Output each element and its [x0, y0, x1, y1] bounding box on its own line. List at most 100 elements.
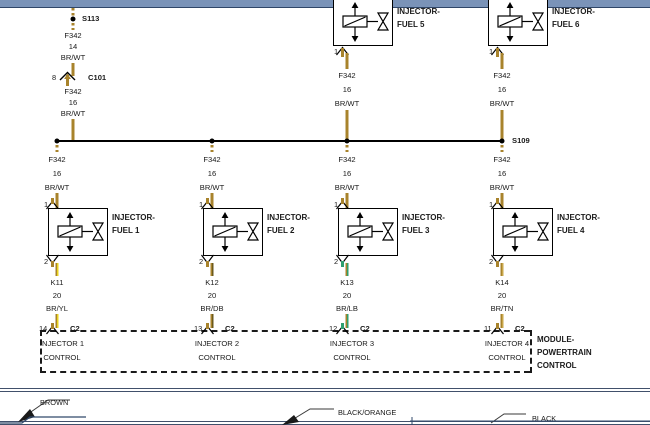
bus-node-3 — [344, 138, 350, 144]
legend-wire-brown — [0, 416, 86, 424]
injector-fuel-2-ctrl-terminal — [201, 254, 217, 272]
splice-label-s109: S109 — [512, 136, 530, 145]
wire-bus-drop-4 — [500, 193, 504, 208]
pcm-name-line2: POWERTRAIN — [537, 348, 592, 357]
injector-fuel-1-name-line2: FUEL 1 — [112, 226, 140, 235]
pcm-function-14-line2: CONTROL — [43, 353, 81, 362]
feed-gauge-lower: 16 — [68, 98, 78, 107]
injector-fuel-4-feed-terminal — [491, 198, 507, 216]
injector-fuel-1-name-line1: INJECTOR- — [112, 213, 155, 222]
bus-drop-4-dotted — [500, 145, 504, 152]
bus-node-4 — [499, 138, 505, 144]
injector-1-ctrl-circuit: K11 — [50, 278, 64, 287]
legend-label-black-orange: BLACK/ORANGE — [338, 408, 397, 417]
injector-3-ctrl-circuit: K13 — [340, 278, 354, 287]
injector-fuel-4-ctrl-terminal — [491, 254, 507, 272]
injector-fuel-1-ctrl-terminal — [46, 254, 62, 272]
injector-fuel-4-name-line1: INJECTOR- — [557, 213, 600, 222]
wire-k14-lower — [500, 314, 504, 328]
injector-5-circuit: F342 — [338, 71, 356, 80]
injector-fuel-2-feed-pin: 1 — [199, 200, 204, 209]
legend-wire-black — [410, 417, 650, 425]
pcm-function-14-line1: INJECTOR 1 — [39, 339, 85, 348]
wire-k11-lower — [55, 314, 59, 328]
injector-fuel-3-feed-terminal — [336, 198, 352, 216]
injector-3-ctrl-gauge: 20 — [342, 291, 352, 300]
pcm-top-edge — [40, 330, 530, 332]
connector-c101-label: C101 — [88, 73, 107, 82]
legend-label-brown: BROWN — [40, 398, 69, 407]
pcm-connector-label-14: C2 — [70, 324, 80, 333]
connector-c101 — [59, 70, 79, 91]
pcm-connector-label-13: C2 — [225, 324, 235, 333]
injector-2-ctrl-color: BR/DB — [200, 304, 224, 313]
injector-4-ctrl-gauge: 20 — [497, 291, 507, 300]
pcm-pin-number-12: 12 — [329, 324, 338, 333]
bus-drop-1-gauge: 16 — [52, 169, 62, 178]
pcm-name-line3: CONTROL — [537, 361, 577, 370]
wire-k11-upper — [55, 263, 59, 276]
footer-rule-bottom — [0, 421, 650, 422]
wire-injector-5-feed — [345, 53, 349, 69]
injector-fuel-2-name-line1: INJECTOR- — [267, 213, 310, 222]
injector-fuel-3-name-line1: INJECTOR- — [402, 213, 445, 222]
wire-k14-upper — [500, 263, 504, 276]
wire-k12-upper — [210, 263, 214, 276]
injector-1-ctrl-gauge: 20 — [52, 291, 62, 300]
injector-3-ctrl-color: BR/LB — [336, 304, 358, 313]
injector-fuel-1-ctrl-pin: 2 — [44, 257, 49, 266]
injector-fuel-4-feed-pin: 1 — [489, 200, 494, 209]
pcm-function-12-line1: INJECTOR 3 — [329, 339, 375, 348]
injector-fuel-1-feed-pin: 1 — [44, 200, 49, 209]
injector-fuel-3-ctrl-pin: 2 — [334, 257, 339, 266]
feed-color-upper: BR/WT — [60, 53, 86, 62]
injector-5-gauge: 16 — [342, 85, 352, 94]
connector-c101-pin: 8 — [52, 73, 57, 82]
wire-k13-upper — [345, 263, 349, 276]
bus-drop-2-circuit: F342 — [203, 155, 221, 164]
pcm-pin-number-14: 14 — [39, 324, 48, 333]
injector-fuel-2-symbol — [203, 208, 263, 256]
wire-k13-lower — [345, 314, 349, 328]
legend-label-black: BLACK — [532, 414, 557, 423]
feed-gauge-upper: 14 — [68, 42, 78, 51]
injector-fuel-6-name-line1: INJECTOR- — [552, 7, 595, 16]
bus-drop-3-circuit: F342 — [338, 155, 356, 164]
legend-leader-black — [490, 413, 526, 424]
pcm-bottom-edge — [40, 371, 530, 373]
injector-fuel-5-feed-pin: 1 — [334, 47, 339, 56]
injector-fuel-6-name-line2: FUEL 6 — [552, 20, 580, 29]
wire-s113-above — [71, 8, 75, 17]
pcm-terminal-14 — [46, 322, 62, 340]
wire-f342-to-c101 — [71, 63, 75, 76]
injector-fuel-1-feed-terminal — [46, 198, 62, 216]
wire-bus-drop-3 — [345, 193, 349, 208]
injector-fuel-4-ctrl-pin: 2 — [489, 257, 494, 266]
splice-node-s113 — [70, 16, 76, 22]
bus-drop-1-circuit: F342 — [48, 155, 66, 164]
legend-leader-black-orange — [282, 408, 334, 425]
pcm-function-13-line2: CONTROL — [198, 353, 236, 362]
splice-bus-s109 — [57, 140, 503, 142]
injector-fuel-2-name-line2: FUEL 2 — [267, 226, 295, 235]
wire-injector-6-to-bus — [500, 110, 504, 141]
header-band — [0, 0, 650, 8]
pcm-connector-label-11: C2 — [515, 324, 525, 333]
injector-fuel-5-name-line2: FUEL 5 — [397, 20, 425, 29]
bus-drop-2-color: BR/WT — [199, 183, 225, 192]
bus-drop-2-gauge: 16 — [207, 169, 217, 178]
injector-1-ctrl-color: BR/YL — [46, 304, 68, 313]
legend-leader-brown — [18, 399, 70, 422]
footer-rule-top2 — [0, 391, 650, 392]
pcm-terminal-13 — [201, 322, 217, 340]
injector-fuel-6-symbol — [488, 0, 548, 46]
injector-2-ctrl-gauge: 20 — [207, 291, 217, 300]
feed-color-lower: BR/WT — [60, 109, 86, 118]
injector-fuel-5-name-line1: INJECTOR- — [397, 7, 440, 16]
injector-fuel-4-symbol — [493, 208, 553, 256]
pcm-function-13-line1: INJECTOR 2 — [194, 339, 240, 348]
wire-c101-to-bus — [71, 119, 75, 141]
injector-6-color: BR/WT — [489, 99, 515, 108]
injector-fuel-6-feed-pin: 1 — [489, 47, 494, 56]
